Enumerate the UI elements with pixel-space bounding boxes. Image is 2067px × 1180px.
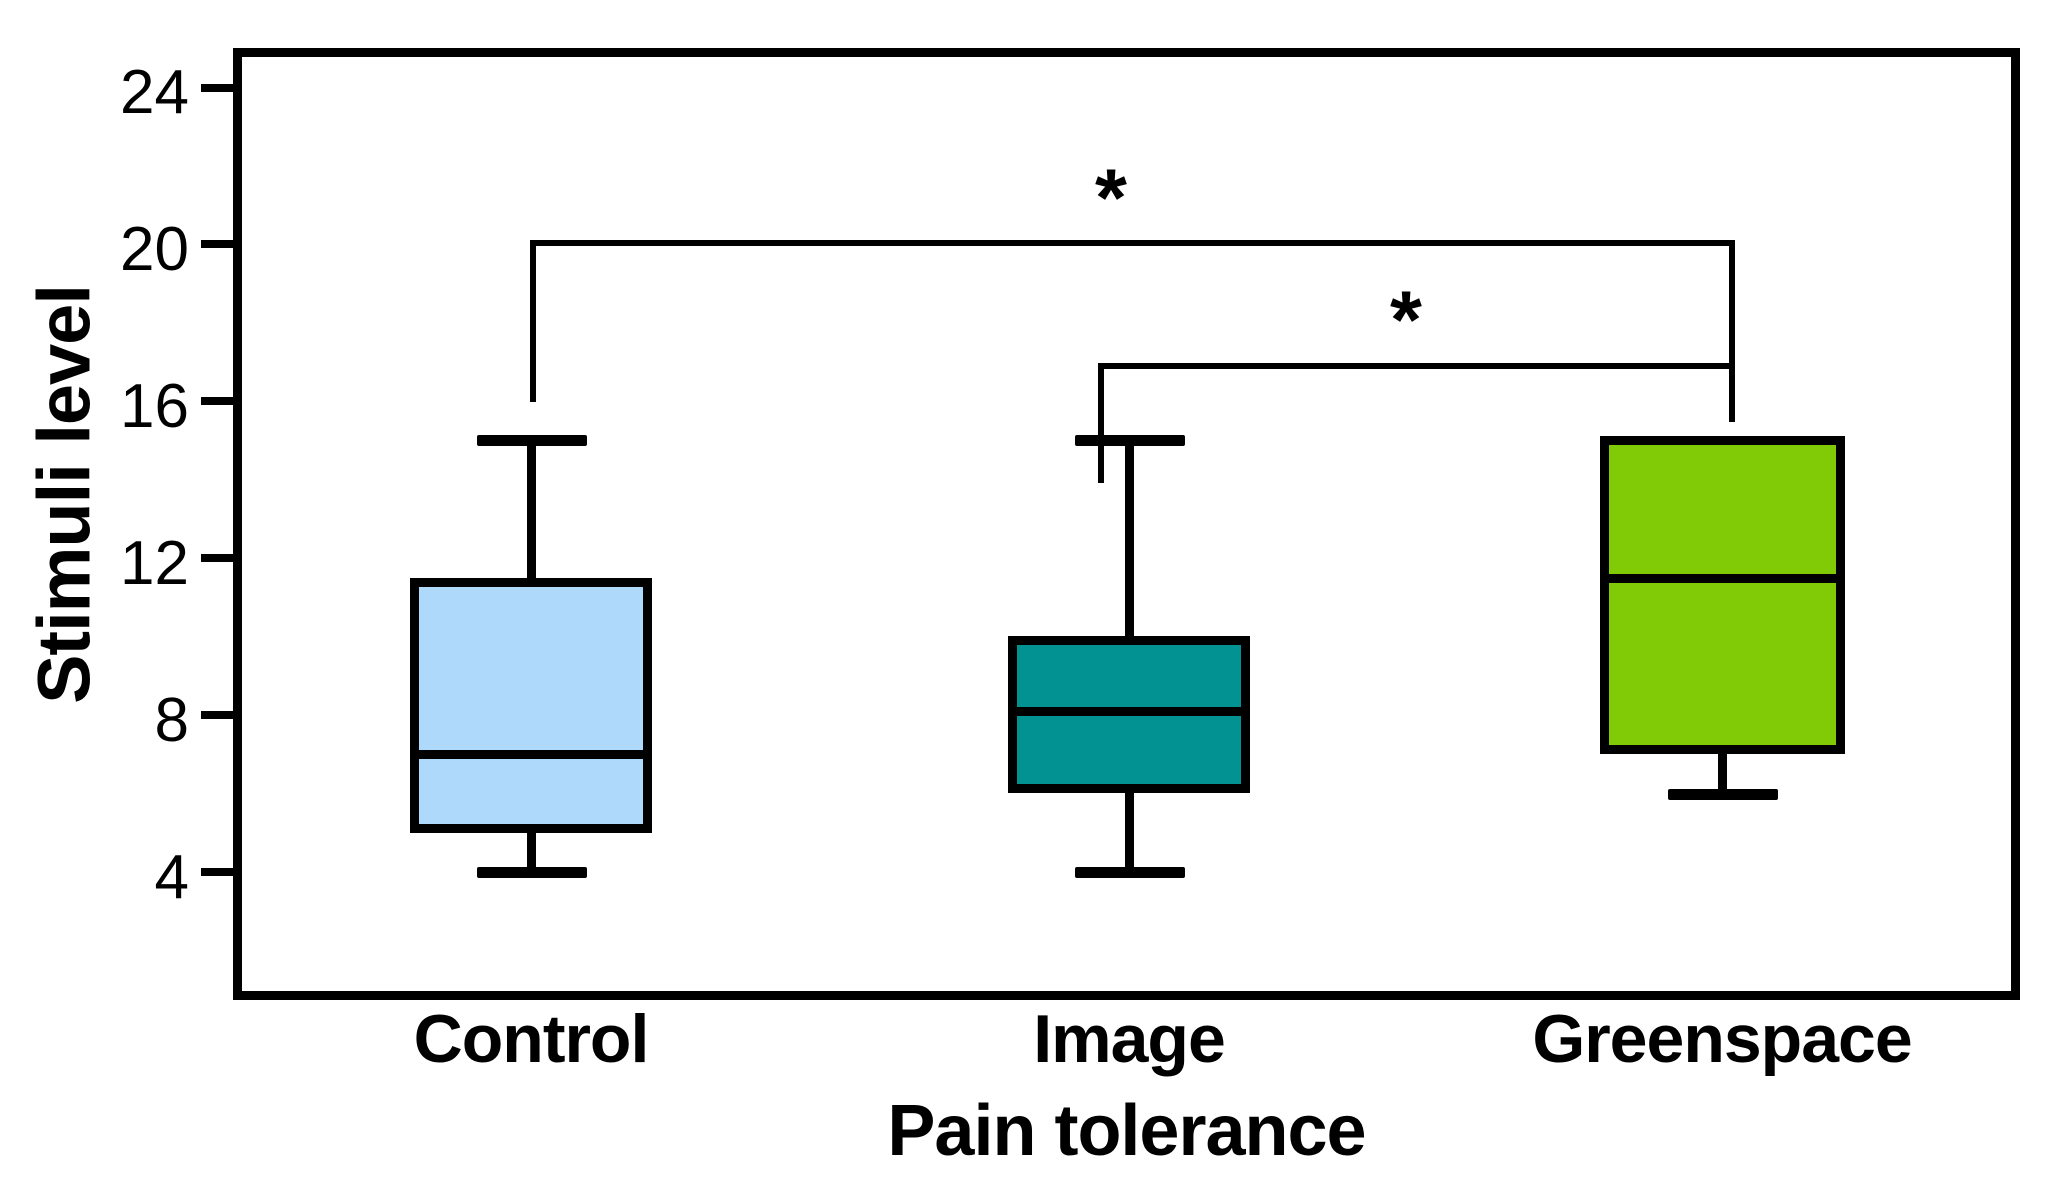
y-tick-mark-20	[201, 240, 233, 248]
control-box	[410, 578, 652, 833]
control-median	[410, 750, 652, 759]
sig-bracket-1-bar	[530, 240, 1735, 246]
y-tick-mark-16	[201, 397, 233, 405]
image-lower-cap	[1075, 867, 1185, 878]
sig-bracket-1-star: *	[1095, 153, 1127, 244]
sig-bracket-2-star: *	[1390, 275, 1422, 366]
y-tick-label-8: 8	[154, 686, 189, 755]
y-tick-label-20: 20	[120, 215, 189, 284]
y-tick-mark-24	[201, 84, 233, 92]
y-tick-mark-8	[201, 711, 233, 719]
y-tick-label-4: 4	[154, 843, 189, 912]
x-axis-title: Pain tolerance	[887, 1091, 1366, 1171]
sig-bracket-1-left-arm	[530, 240, 536, 402]
x-tick-label-greenspace: Greenspace	[1532, 1001, 1912, 1077]
sig-bracket-1-right-arm	[1729, 240, 1735, 422]
greenspace-median	[1600, 574, 1845, 583]
control-lower-cap	[477, 867, 587, 878]
y-tick-label-16: 16	[120, 372, 189, 441]
sig-bracket-2-right-arm	[1729, 363, 1735, 422]
image-lower-whisker	[1125, 789, 1134, 877]
control-upper-whisker	[527, 440, 536, 580]
y-tick-mark-12	[201, 554, 233, 562]
image-upper-whisker	[1125, 440, 1134, 640]
y-tick-label-12: 12	[120, 529, 189, 598]
y-axis-title: Stimuli level	[22, 285, 106, 704]
greenspace-lower-whisker	[1718, 750, 1727, 794]
sig-bracket-2-bar	[1098, 363, 1735, 369]
x-tick-label-image: Image	[1033, 1001, 1226, 1077]
control-upper-cap	[477, 435, 587, 446]
y-tick-label-24: 24	[120, 58, 189, 127]
image-upper-cap	[1075, 435, 1185, 446]
image-median	[1008, 707, 1250, 716]
x-tick-label-control: Control	[413, 1001, 650, 1077]
y-tick-mark-4	[201, 868, 233, 876]
sig-bracket-2-left-arm	[1098, 363, 1104, 483]
control-lower-whisker	[527, 829, 536, 873]
greenspace-lower-cap	[1668, 789, 1778, 800]
greenspace-box	[1600, 436, 1845, 754]
